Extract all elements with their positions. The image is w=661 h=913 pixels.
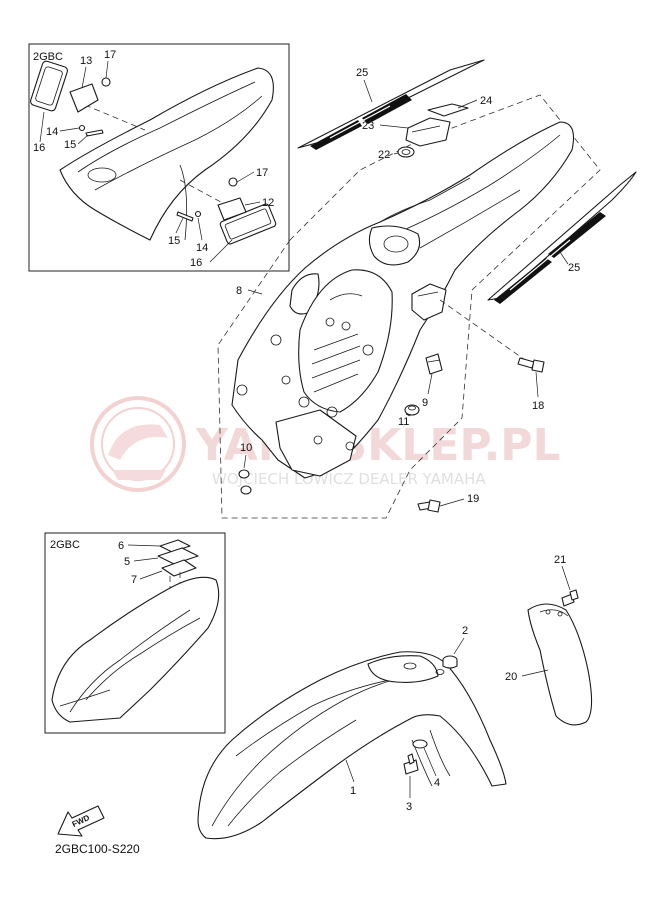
callout-6: 6 bbox=[118, 540, 124, 552]
callout-14-upper: 14 bbox=[46, 126, 58, 138]
grommet-22 bbox=[397, 146, 415, 158]
washer-4 bbox=[412, 739, 428, 749]
rear-fender-assembly-boundary bbox=[217, 94, 601, 519]
callout-3: 3 bbox=[406, 801, 412, 813]
rear-inset: 2GBC 13 17 14 bbox=[28, 43, 290, 272]
callout-13: 13 bbox=[80, 55, 92, 67]
callout-25-upper: 25 bbox=[356, 67, 368, 79]
callout-15-lower: 15 bbox=[168, 235, 180, 247]
rear-inset-frame bbox=[28, 43, 290, 272]
callout-23: 23 bbox=[362, 120, 374, 132]
callout-17-upper: 17 bbox=[104, 49, 116, 61]
callout-17-lower: 17 bbox=[256, 167, 268, 179]
callout-19: 19 bbox=[467, 493, 479, 505]
inset-rear-fender bbox=[59, 67, 274, 241]
callout-7: 7 bbox=[131, 574, 137, 586]
inset-front-fender bbox=[51, 576, 220, 723]
callout-11: 11 bbox=[398, 416, 409, 428]
callout-9: 9 bbox=[422, 397, 428, 409]
front-inset-frame bbox=[44, 532, 226, 734]
callout-14-lower: 14 bbox=[196, 242, 208, 254]
callout-16-upper: 16 bbox=[33, 142, 45, 154]
bolt-18 bbox=[517, 357, 545, 373]
front-inset: 2GBC 6 5 7 bbox=[44, 532, 226, 734]
callout-4: 4 bbox=[434, 777, 440, 789]
callout-8: 8 bbox=[236, 285, 242, 297]
front-fender-1 bbox=[197, 651, 507, 840]
collar-10 bbox=[238, 469, 252, 495]
seat-pad-24 bbox=[427, 103, 469, 117]
sticker-6 bbox=[159, 539, 191, 553]
callout-22: 22 bbox=[378, 149, 390, 161]
decal-side-25 bbox=[487, 171, 637, 304]
callout-2: 2 bbox=[462, 625, 468, 637]
callout-12: 12 bbox=[262, 197, 274, 209]
callout-25-side: 25 bbox=[568, 262, 580, 274]
callout-10: 10 bbox=[240, 442, 252, 454]
collar-11 bbox=[404, 404, 420, 416]
fwd-arrow-icon: FWD bbox=[57, 805, 105, 837]
clip-9 bbox=[425, 353, 443, 375]
diagram-code: 2GBC100-S220 bbox=[55, 842, 140, 856]
rear-inset-label: 2GBC bbox=[33, 51, 63, 63]
watermark-subtitle: WOJCIECH LOWICZ DEALER YAMAHA bbox=[212, 470, 486, 488]
callout-1: 1 bbox=[350, 785, 356, 797]
bolt-3 bbox=[403, 753, 419, 775]
callout-5: 5 bbox=[124, 556, 130, 568]
plate-lamp-lower bbox=[176, 177, 277, 245]
callout-16-lower: 16 bbox=[190, 257, 202, 269]
rear-fender-8 bbox=[231, 121, 575, 479]
sticker-5 bbox=[157, 547, 199, 565]
mud-flap-20 bbox=[527, 603, 593, 726]
bolt-19 bbox=[417, 499, 441, 513]
front-inset-label: 2GBC bbox=[50, 539, 80, 551]
callout-20: 20 bbox=[505, 671, 517, 683]
seat-pad-23 bbox=[405, 117, 451, 147]
callout-15-upper: 15 bbox=[64, 139, 76, 151]
plate-lamp-upper bbox=[30, 60, 111, 137]
screw-21 bbox=[561, 589, 579, 607]
collar-2 bbox=[442, 655, 458, 669]
callout-21: 21 bbox=[554, 554, 566, 566]
callout-18: 18 bbox=[532, 400, 544, 412]
sticker-7 bbox=[161, 559, 197, 577]
watermark-logo-icon bbox=[90, 396, 186, 492]
decal-upper-25 bbox=[297, 59, 485, 150]
callout-24: 24 bbox=[480, 95, 492, 107]
